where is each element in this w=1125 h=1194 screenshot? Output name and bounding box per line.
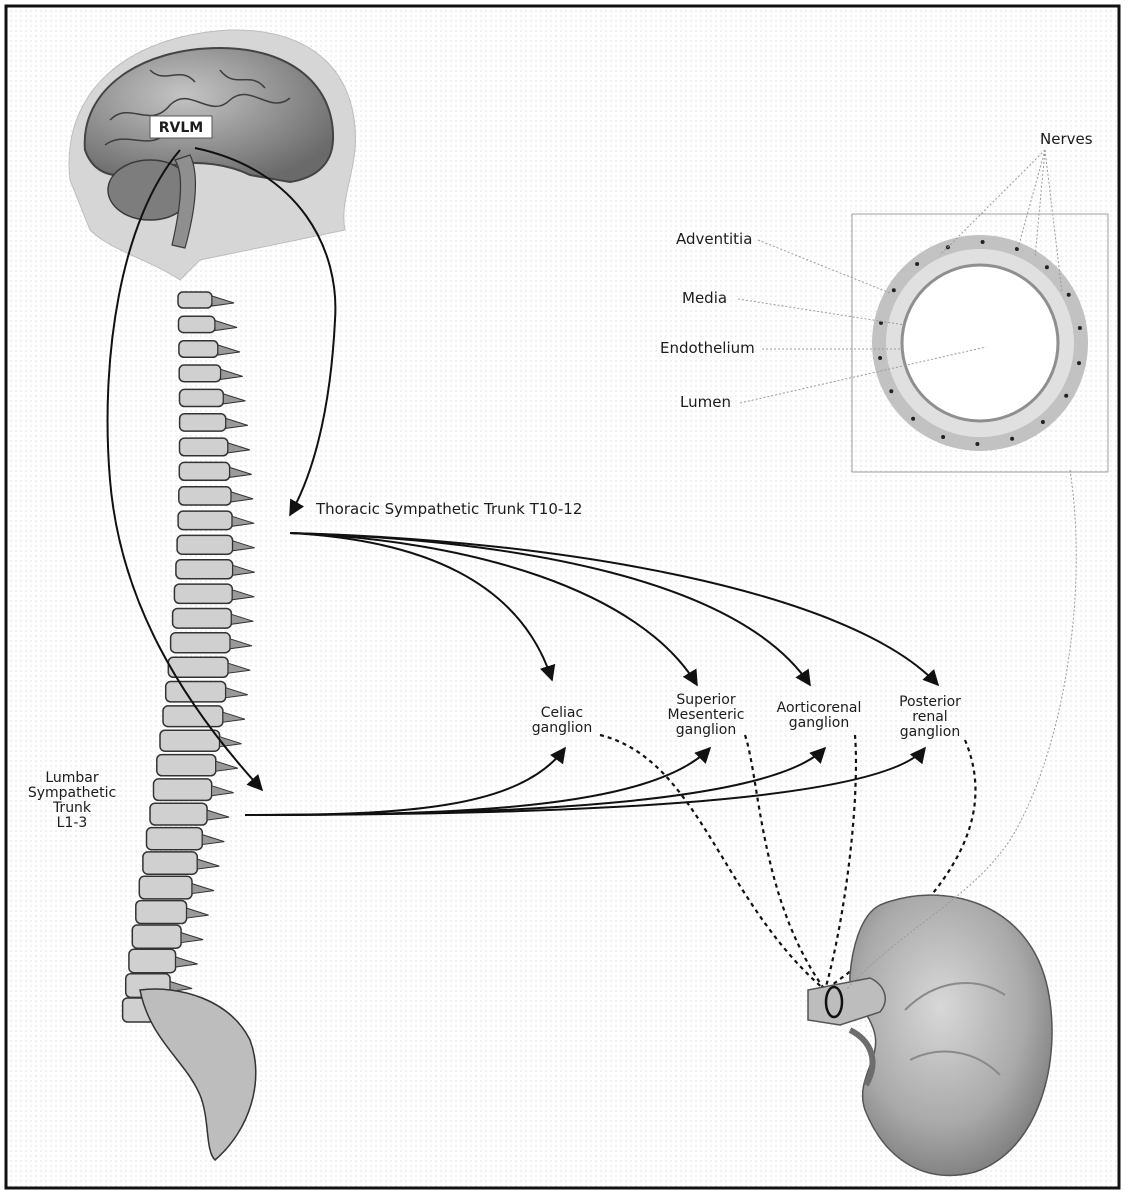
vertebra [132,925,181,948]
vertebra [179,341,218,358]
vertebra [178,511,232,529]
vertebra [136,901,187,924]
vertebra [160,730,220,751]
lumen [902,265,1058,421]
vertebra [180,438,228,456]
svg-text:Celiac: Celiac [541,705,583,721]
nerve-dot [889,389,893,393]
vertebra [177,535,233,554]
nerve-dot [892,288,896,292]
vertebra [176,560,233,579]
thoracic-trunk-label: Thoracic Sympathetic Trunk T10-12 [315,500,582,518]
svg-text:Posterior: Posterior [899,694,961,710]
nerve-dot [878,356,882,360]
endothelium-label: Endothelium [660,339,755,357]
svg-text:renal: renal [912,709,947,725]
svg-text:Lumbar: Lumbar [45,770,99,786]
svg-text:Superior: Superior [676,692,735,708]
vertebra [179,462,229,480]
nerve-dot [975,442,979,446]
nerve-dot [1067,293,1071,297]
nerves-label: Nerves [1040,130,1093,148]
nerve-dot [941,435,945,439]
svg-text:Trunk: Trunk [52,800,92,816]
vertebra [174,584,232,603]
vertebra [179,487,231,505]
vertebra [129,949,176,972]
vertebra [180,414,226,431]
nerve-dot [1064,394,1068,398]
svg-text:ganglion: ganglion [676,722,736,738]
vertebra [168,657,228,677]
vertebra [139,876,192,899]
svg-text:Sympathetic: Sympathetic [28,785,116,801]
vertebra [178,292,212,308]
nerve-dot [981,240,985,244]
nerve-dot [1077,361,1081,365]
vertebra [147,828,203,850]
svg-text:L1-3: L1-3 [57,815,88,831]
vertebra [180,389,224,406]
vertebra [171,633,231,653]
vertebra [166,682,226,702]
superior-mesenteric-ganglion-label: Superior Mesenteric ganglion [668,692,745,738]
adventitia-label: Adventitia [676,230,752,248]
svg-text:Mesenteric: Mesenteric [668,707,745,723]
vertebra [157,755,216,776]
vertebra [163,706,223,727]
nerve-dot [1078,326,1082,330]
lumen-label: Lumen [680,393,731,411]
svg-text:ganglion: ganglion [789,715,849,731]
svg-text:Aorticorenal: Aorticorenal [777,700,862,716]
celiac-ganglion-label: Celiac ganglion [532,705,592,736]
media-label: Media [682,289,727,307]
rvlm-label: RVLM [159,120,203,136]
nerve-dot [915,262,919,266]
nerve-dot [1045,265,1049,269]
vertebra [173,609,232,629]
aorticorenal-ganglion-label: Aorticorenal ganglion [777,700,862,731]
vertebra [179,316,216,332]
vertebra [154,779,212,801]
artery-cross-section [872,235,1088,451]
nerve-dot [1010,437,1014,441]
nerve-dot [911,417,915,421]
svg-text:ganglion: ganglion [532,720,592,736]
svg-text:ganglion: ganglion [900,724,960,740]
vertebra [143,852,197,874]
nerve-dot [1041,420,1045,424]
vertebra [150,803,207,825]
vertebra [179,365,221,382]
